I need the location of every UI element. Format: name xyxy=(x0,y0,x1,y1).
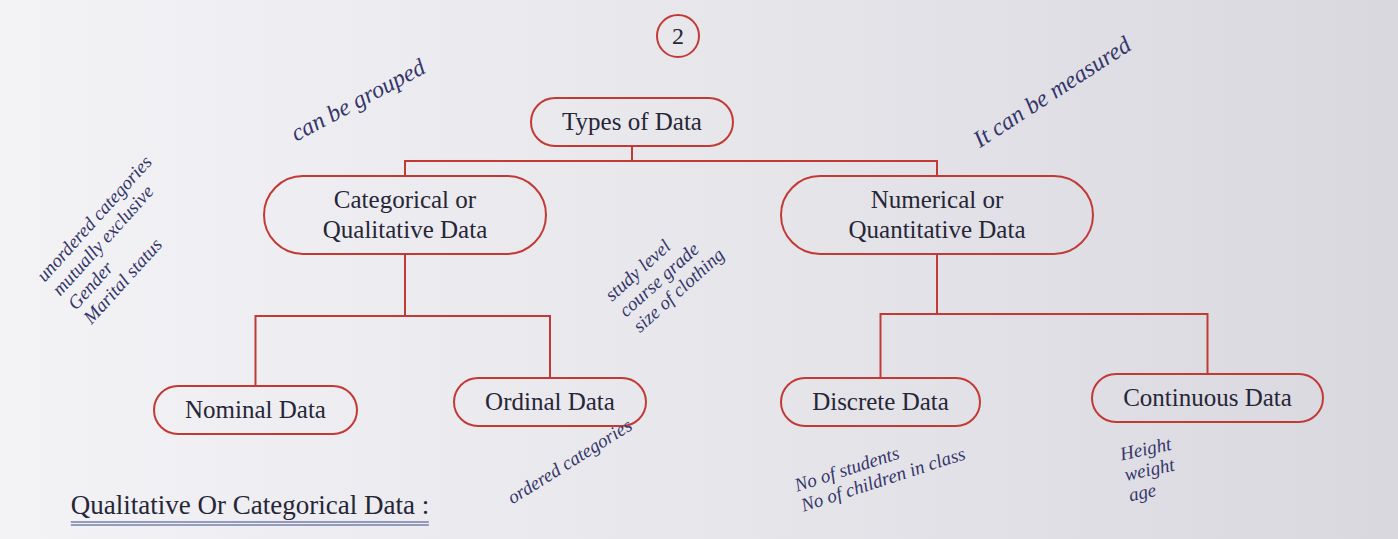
box-title: Numerical or Quantitative Data xyxy=(812,185,1062,245)
section-heading-group: Qualitative Or Categorical Data : xyxy=(71,490,429,521)
root-box: Types of Data xyxy=(530,97,734,147)
page-number: 2 xyxy=(672,23,684,49)
box-title: Categorical or Qualitative Data xyxy=(295,185,515,245)
handwritten-note-group: ordered categories xyxy=(504,415,636,508)
category-box: Nominal Data xyxy=(153,385,358,435)
handwritten-note-group: unordered categoriesmutually exclusiveGe… xyxy=(33,152,203,328)
box-title: Ordinal Data xyxy=(485,387,615,417)
tree-connector xyxy=(405,147,632,175)
handwritten-note-group: can be grouped xyxy=(286,54,429,147)
handwritten-note-group: study levelcourse gradesize of clothing xyxy=(601,213,728,337)
box-title: Discrete Data xyxy=(812,387,949,417)
section-heading: Qualitative Or Categorical Data : xyxy=(71,490,429,526)
tree-connector xyxy=(405,255,550,377)
handwritten-note-group: Heightweightage xyxy=(1118,434,1182,506)
handwritten-note: can be grouped xyxy=(286,54,429,147)
box-title: Continuous Data xyxy=(1123,383,1292,413)
category-box: Numerical or Quantitative Data xyxy=(780,175,1094,255)
tree-connector xyxy=(632,147,937,175)
category-box: Continuous Data xyxy=(1091,373,1324,423)
tree-connector xyxy=(881,255,938,377)
tree-connector xyxy=(256,255,406,385)
box-title: Nominal Data xyxy=(185,395,326,425)
handwritten-note-group: It can be measured xyxy=(968,31,1135,152)
category-box: Discrete Data xyxy=(780,377,981,427)
box-title: Types of Data xyxy=(562,107,702,137)
handwritten-note-group: No of studentsNo of children in class xyxy=(792,424,968,517)
handwritten-note: It can be measured xyxy=(968,31,1135,152)
category-box: Categorical or Qualitative Data xyxy=(263,175,547,255)
page-number-group: 2 xyxy=(656,14,700,58)
tree-connector xyxy=(937,255,1208,373)
handwritten-note: ordered categories xyxy=(504,415,636,508)
